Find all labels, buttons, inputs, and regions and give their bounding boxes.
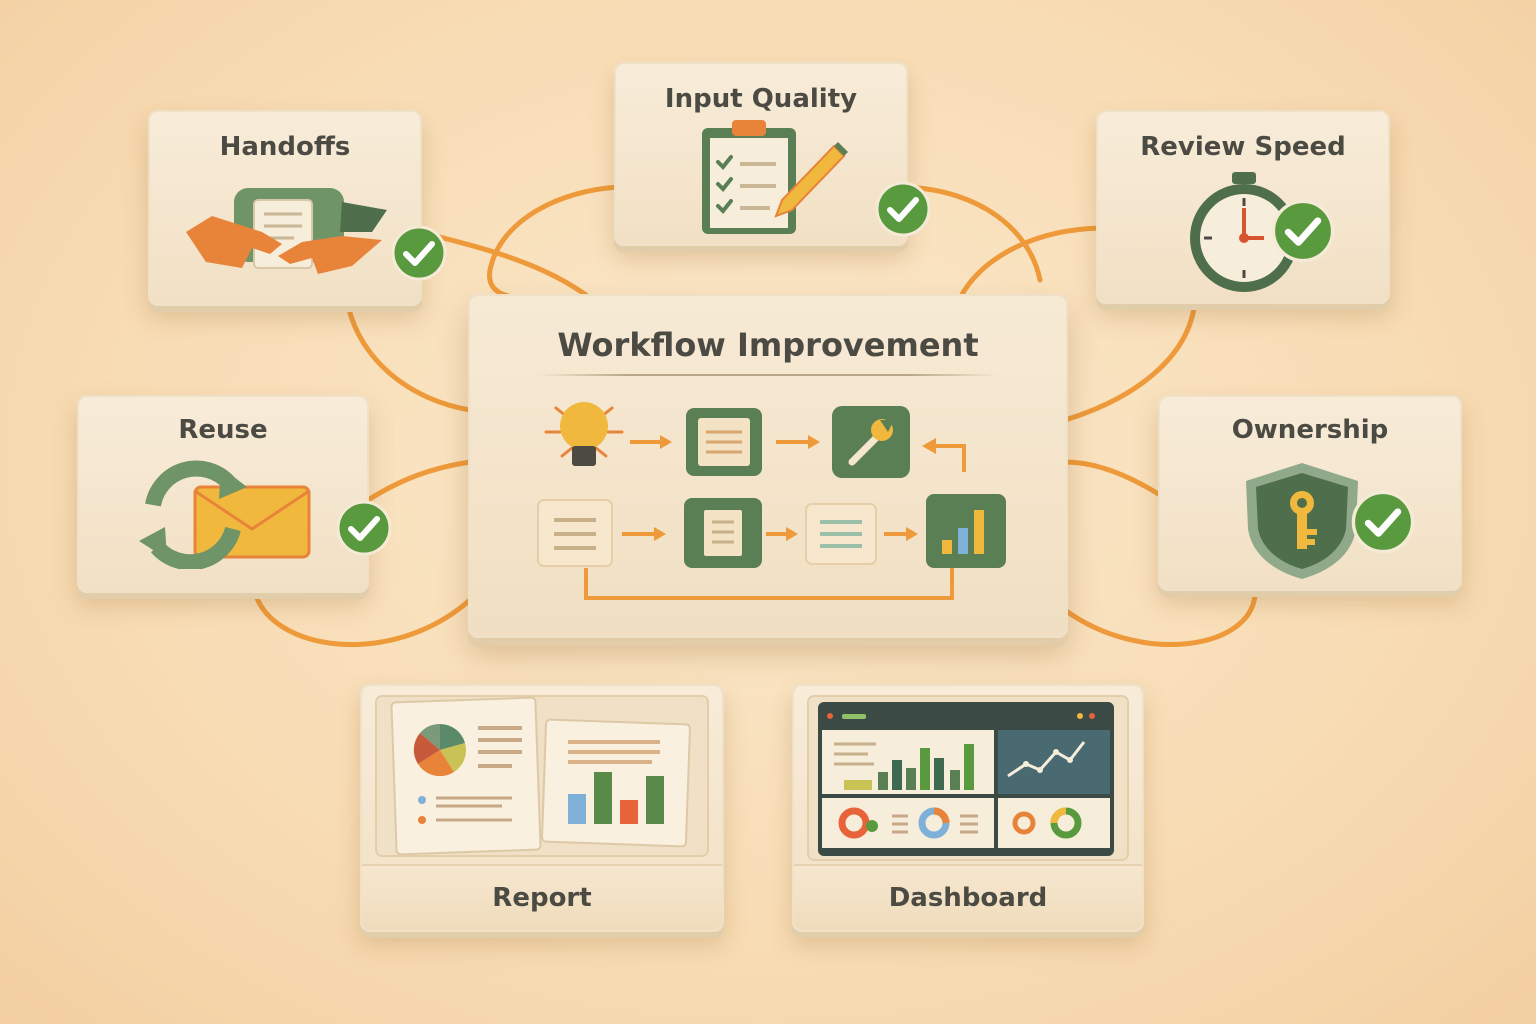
report-card: Report (360, 684, 724, 932)
handoffs-card: Handoffs (148, 110, 447, 306)
handoffs-label: Handoffs (219, 132, 351, 162)
dashboard-screen-icon (807, 695, 1129, 861)
check-icon (1351, 490, 1415, 554)
check-icon (875, 181, 931, 237)
stopwatch-icon (1190, 172, 1298, 292)
recycle-icon (139, 460, 311, 569)
report-documents-icon (375, 695, 709, 857)
ownership-label: Ownership (1231, 415, 1389, 445)
dashboard-card: Dashboard (792, 684, 1144, 932)
lightbulb-icon (544, 402, 624, 466)
reuse-card: Reuse (77, 395, 392, 593)
reuse-label: Reuse (178, 415, 268, 445)
input-quality-card: Input Quality (614, 62, 931, 246)
check-icon (391, 225, 447, 281)
clipboard-checklist-icon (702, 120, 848, 234)
review-speed-label: Review Speed (1140, 132, 1346, 162)
dashboard-label: Dashboard (794, 864, 1142, 930)
input-quality-label: Input Quality (664, 84, 858, 114)
ownership-card: Ownership (1158, 395, 1462, 591)
report-label: Report (362, 864, 722, 930)
shield-key-icon (1246, 463, 1358, 579)
check-icon (336, 500, 392, 556)
check-icon (1271, 199, 1335, 263)
workflow-improvement-card: Workflow Improvement (468, 294, 1068, 638)
review-speed-card: Review Speed (1096, 110, 1390, 304)
handoff-icon (186, 188, 387, 274)
workflow-flow-icon (537, 402, 1006, 600)
workflow-improvement-title: Workflow Improvement (557, 326, 979, 364)
title-divider (538, 374, 998, 376)
